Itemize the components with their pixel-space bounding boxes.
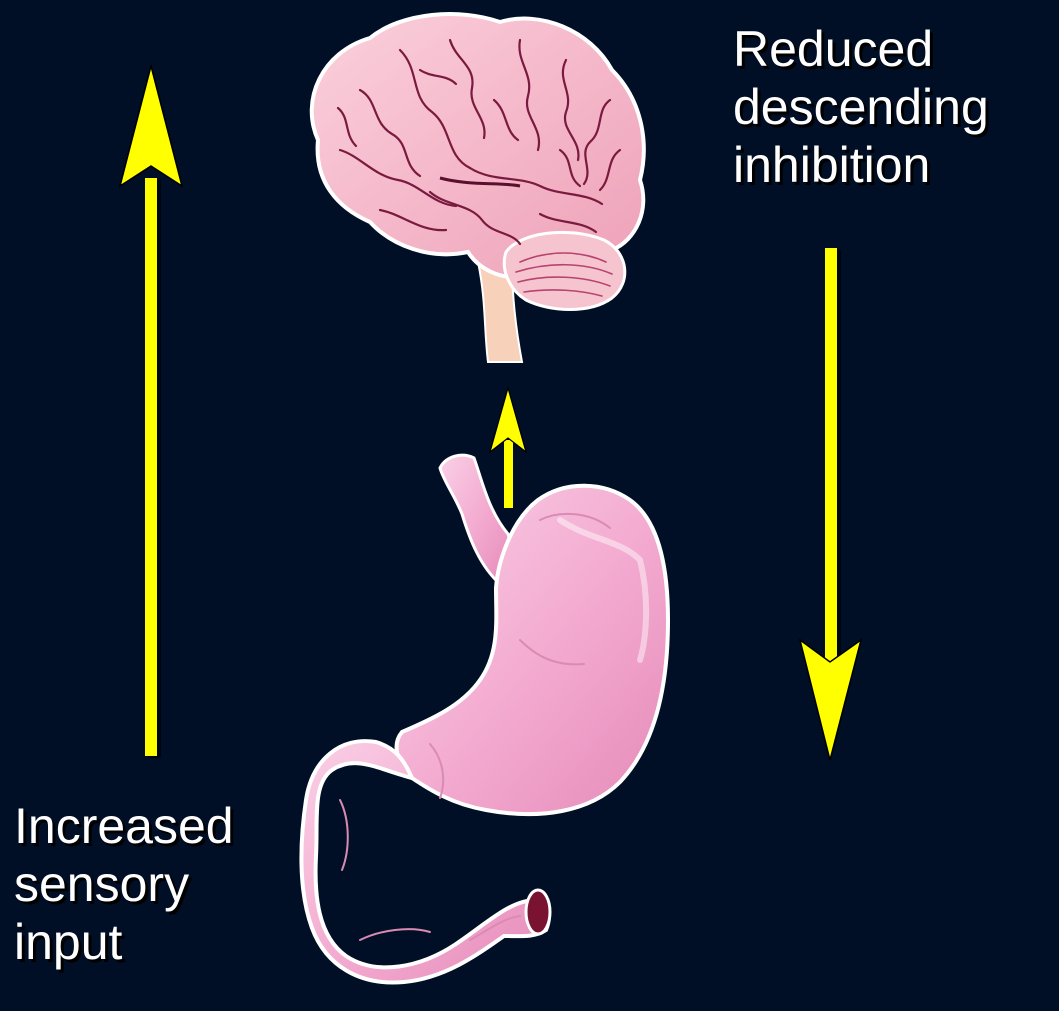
descending-inhibition-arrow: [800, 248, 861, 760]
gut-brain-arrow: [490, 388, 526, 508]
label-line: sensory: [14, 855, 234, 913]
increased-sensory-input-label: Increased sensory input: [14, 797, 234, 971]
label-line: Reduced: [733, 20, 989, 78]
reduced-descending-inhibition-label: Reduced descending inhibition: [733, 20, 989, 194]
label-line: Increased: [14, 797, 234, 855]
stomach-icon: [301, 455, 668, 982]
label-line: input: [14, 913, 234, 971]
label-line: descending: [733, 78, 989, 136]
label-line: inhibition: [733, 136, 989, 194]
brain-icon: [312, 14, 644, 362]
sensory-input-arrow: [120, 66, 182, 758]
